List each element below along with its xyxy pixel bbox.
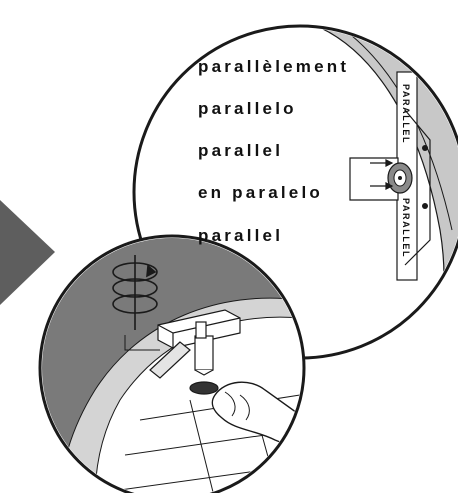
translation-de: parallel [198,226,283,246]
ruler-label-upper: PARALLEL [401,84,411,144]
translation-fr: parallèlement [198,57,349,77]
translation-es: en paralelo [198,183,323,203]
translation-it: parallelo [198,99,297,119]
right-arrow-icon [0,200,55,305]
ruler-label-lower: PARALLEL [401,198,411,258]
adjustment-knob [388,163,412,193]
bolt-icon [422,145,428,151]
bolt-icon [422,203,428,209]
translation-en: parallel [198,141,283,161]
